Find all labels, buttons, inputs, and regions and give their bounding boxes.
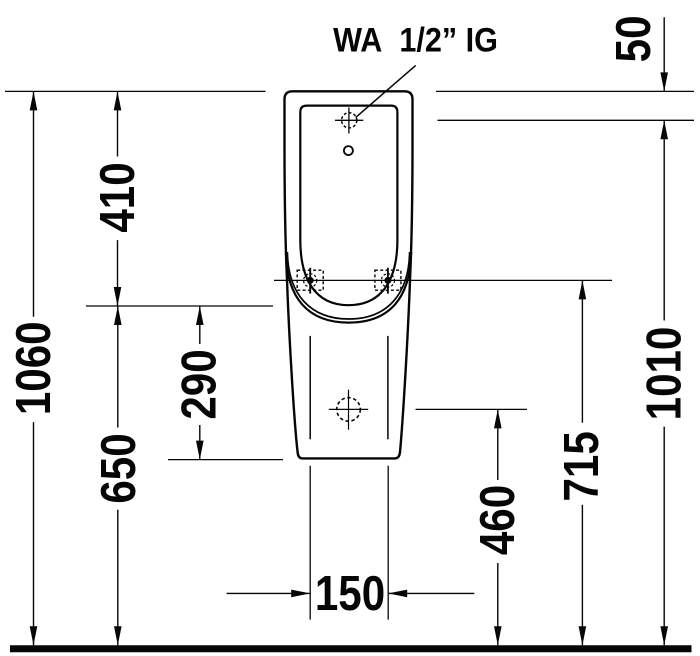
arrow-1010-bottom <box>660 626 668 646</box>
dimension-arrows <box>29 72 668 646</box>
fixing-hole-right <box>374 267 402 294</box>
arrow-460-bottom <box>494 626 502 646</box>
urinal-rim-front-edge-inner <box>286 251 411 320</box>
urinal-outer-outline <box>283 90 414 460</box>
arrow-50-down <box>660 72 668 92</box>
dim-290-label: 290 <box>171 349 226 419</box>
dim-1010-label: 1010 <box>637 327 692 421</box>
drain-outlet <box>328 389 369 430</box>
dim-1060-label: 1060 <box>6 321 61 415</box>
fixing-hole-left-circle <box>303 273 318 288</box>
dim-150-label: 150 <box>315 566 385 621</box>
water-inlet <box>335 107 364 134</box>
fixing-hole-left <box>296 267 324 294</box>
overflow-hole <box>342 145 354 157</box>
inlet-annotation-label: WA 1/2” IG <box>333 21 498 59</box>
arrow-150-left <box>291 589 311 598</box>
dim-715-label: 715 <box>554 431 609 501</box>
arrow-1010-top <box>660 120 668 140</box>
arrow-650-bottom <box>114 626 122 646</box>
dim-460-label: 460 <box>470 485 525 555</box>
urinal-body <box>283 90 414 460</box>
fixing-hole-left-dot <box>306 276 314 284</box>
arrow-460-top <box>494 409 502 429</box>
dim-410-label: 410 <box>90 162 145 232</box>
arrow-290-top <box>196 306 204 325</box>
dimension-labels: 1060 410 650 290 460 715 1010 50 150 <box>6 15 691 620</box>
arrow-1060-bottom <box>29 626 38 646</box>
arrow-650-top <box>114 306 122 325</box>
urinal-inner-rim-outline <box>299 104 399 307</box>
lower-body-lines <box>309 335 389 440</box>
arrow-410-top <box>113 91 122 111</box>
arrow-290-bottom <box>196 440 204 460</box>
arrow-1060-top <box>29 91 38 111</box>
urinal-rim-front-edge-outer <box>284 251 413 324</box>
fixing-hole-right-dot <box>384 276 392 284</box>
dim-650-label: 650 <box>91 433 146 503</box>
dim-50-label: 50 <box>606 15 661 62</box>
fixing-hole-right-circle <box>380 273 396 288</box>
annotation-leader-line <box>355 64 417 119</box>
arrow-410-bottom <box>113 287 122 306</box>
arrow-715-top <box>578 280 587 300</box>
arrow-150-right <box>388 589 408 598</box>
arrow-715-bottom <box>578 626 587 646</box>
